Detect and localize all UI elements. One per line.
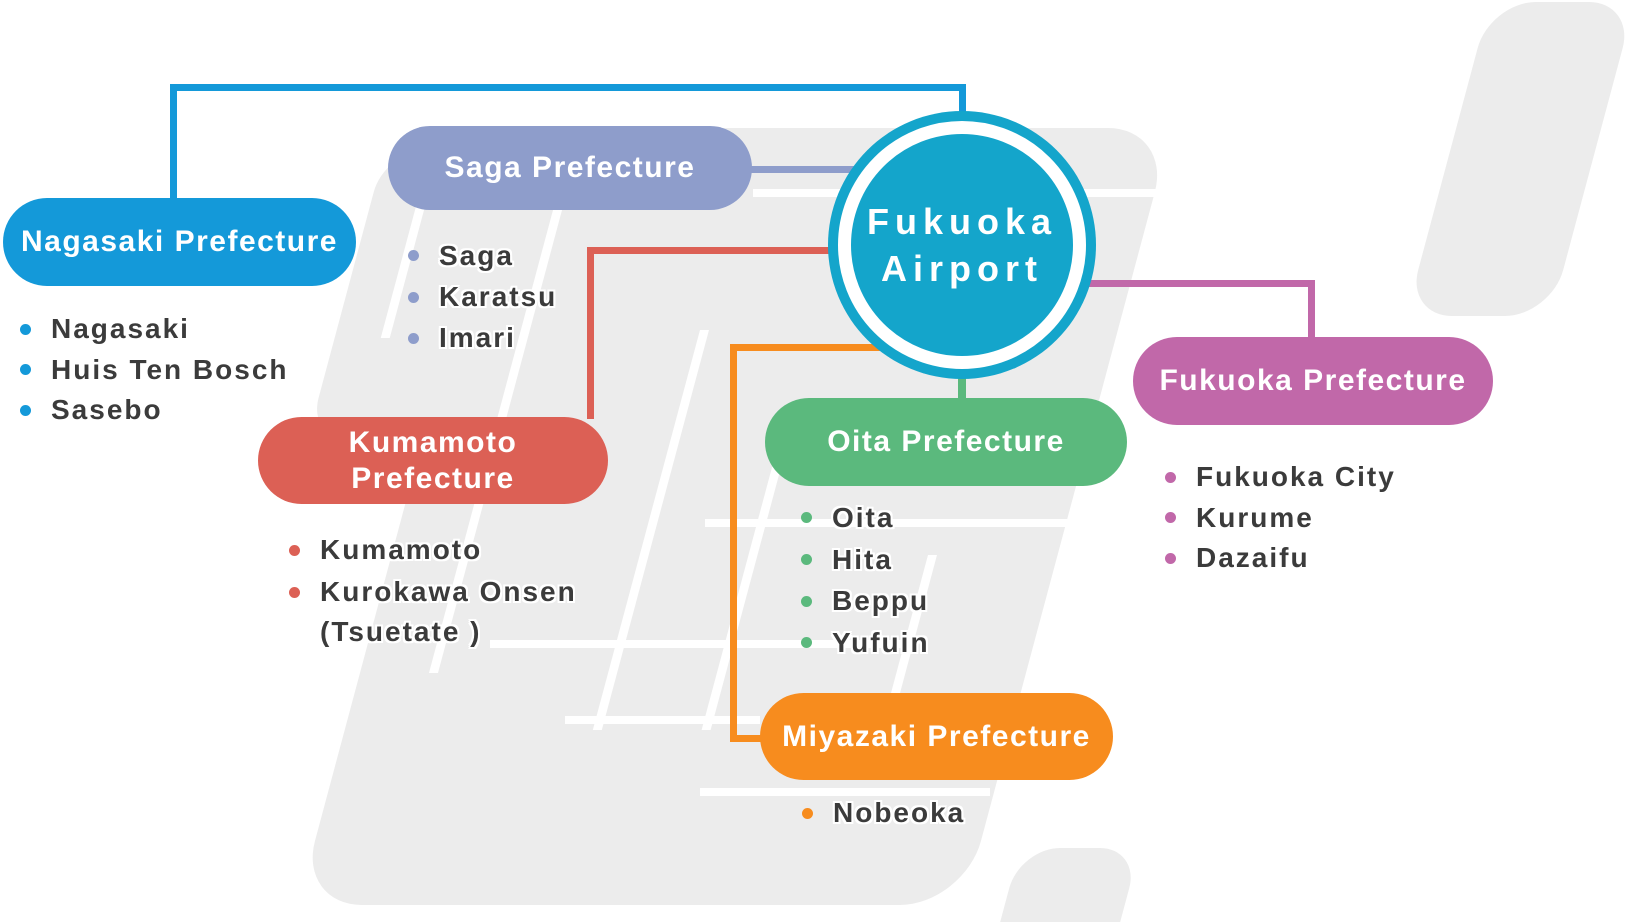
list-item: Huis Ten Bosch (20, 350, 289, 391)
bullet-icon (1165, 512, 1176, 524)
nagasaki-connector-line (170, 84, 966, 91)
bullet-icon (801, 512, 812, 524)
bullet-icon (1165, 471, 1176, 483)
miyazaki-prefecture-box: Miyazaki Prefecture (760, 693, 1113, 780)
saga-connector-line (748, 166, 860, 173)
bullet-icon (289, 586, 300, 598)
oita-prefecture-box: Oita Prefecture (765, 398, 1127, 486)
destination-label: Saga (439, 239, 514, 271)
bullet-icon (801, 637, 812, 649)
background-gap-line (700, 788, 990, 796)
destination-label: Imari (439, 322, 516, 354)
destination-label: Beppu (832, 585, 930, 617)
bullet-icon (801, 554, 812, 566)
bullet-icon (20, 364, 31, 376)
list-item: Dazaifu (1165, 538, 1396, 579)
list-item: Kurokawa Onsen (289, 571, 577, 613)
bullet-icon (20, 323, 31, 335)
nagasaki-prefecture-label: Nagasaki Prefecture (21, 225, 338, 258)
destination-label: Nagasaki (51, 313, 190, 345)
nagasaki-prefecture-box: Nagasaki Prefecture (3, 198, 356, 286)
destination-label: Hita (832, 543, 893, 575)
bullet-icon (289, 544, 300, 556)
list-item: Oita (801, 497, 930, 539)
bullet-icon (408, 332, 419, 344)
fukuoka-connector-line (1308, 280, 1315, 340)
bullet-icon (1165, 552, 1176, 564)
list-item: Kumamoto (289, 529, 577, 571)
list-item: Sasebo (20, 390, 289, 431)
list-item: Imari (408, 318, 557, 359)
destination-label: Fukuoka City (1196, 461, 1396, 493)
list-item: Karatsu (408, 276, 557, 317)
fukuoka-prefecture-box: Fukuoka Prefecture (1133, 337, 1493, 425)
destination-label: Nobeoka (833, 797, 966, 828)
airport-label-line1: Fukuoka (866, 201, 1058, 242)
miyazaki-connector-line (730, 735, 762, 742)
destination-label: (Tsuetate ) (320, 616, 482, 647)
background-gap-line (490, 640, 905, 648)
airport-label-line2: Airport (881, 248, 1043, 289)
fukuoka-airport-label: Fukuoka Airport (867, 198, 1057, 292)
list-item: Saga (408, 235, 557, 276)
miyazaki-prefecture-label: Miyazaki Prefecture (782, 719, 1091, 753)
kumamoto-prefecture-label: Kumamoto Prefecture (348, 425, 518, 495)
destination-label: Kurume (1196, 501, 1314, 533)
saga-prefecture-label: Saga Prefecture (444, 151, 696, 184)
list-item: Nobeoka (802, 793, 965, 833)
nagasaki-connector-line (170, 84, 177, 200)
fukuoka-airport-node: Fukuoka Airport (828, 111, 1096, 379)
background-gap-line (705, 519, 1085, 527)
list-item: Fukuoka City (1165, 457, 1396, 498)
bullet-icon (408, 291, 419, 303)
fukuoka-connector-line (1085, 280, 1315, 287)
fukuoka-prefecture-label: Fukuoka Prefecture (1159, 364, 1467, 397)
destination-label: Dazaifu (1196, 542, 1310, 574)
destination-label: Karatsu (439, 281, 558, 313)
bullet-icon (802, 807, 813, 819)
destination-label: Yufuin (832, 626, 930, 658)
oita-connector-line (958, 368, 966, 400)
saga-prefecture-box: Saga Prefecture (388, 126, 752, 210)
list-item: Kurume (1165, 498, 1396, 539)
destination-label: Sasebo (51, 394, 163, 426)
list-item: Hita (801, 539, 930, 581)
list-item: (Tsuetate ) (289, 613, 577, 651)
destination-label: Oita (832, 501, 895, 533)
list-item: Yufuin (801, 622, 930, 664)
background-gap-line (565, 716, 760, 724)
background-slash-shape (1405, 2, 1635, 316)
miyazaki-destination-list: Nobeoka (802, 793, 965, 833)
kumamoto-connector-line (587, 247, 835, 254)
list-item: Beppu (801, 580, 930, 622)
nagasaki-connector-line (959, 84, 966, 118)
miyazaki-connector-line (730, 344, 737, 742)
destination-label: Kumamoto (320, 534, 483, 565)
bullet-icon (801, 595, 812, 607)
destination-label: Huis Ten Bosch (51, 353, 289, 385)
bullet-icon (408, 250, 419, 262)
miyazaki-connector-line (730, 344, 882, 351)
bullet-icon (20, 404, 31, 416)
kumamoto-connector-line (587, 247, 594, 419)
destination-label: Kurokawa Onsen (320, 576, 577, 607)
kumamoto-prefecture-box: Kumamoto Prefecture (258, 417, 608, 504)
list-item: Nagasaki (20, 309, 289, 350)
oita-prefecture-label: Oita Prefecture (827, 425, 1065, 458)
background-slash-shape (997, 848, 1140, 922)
